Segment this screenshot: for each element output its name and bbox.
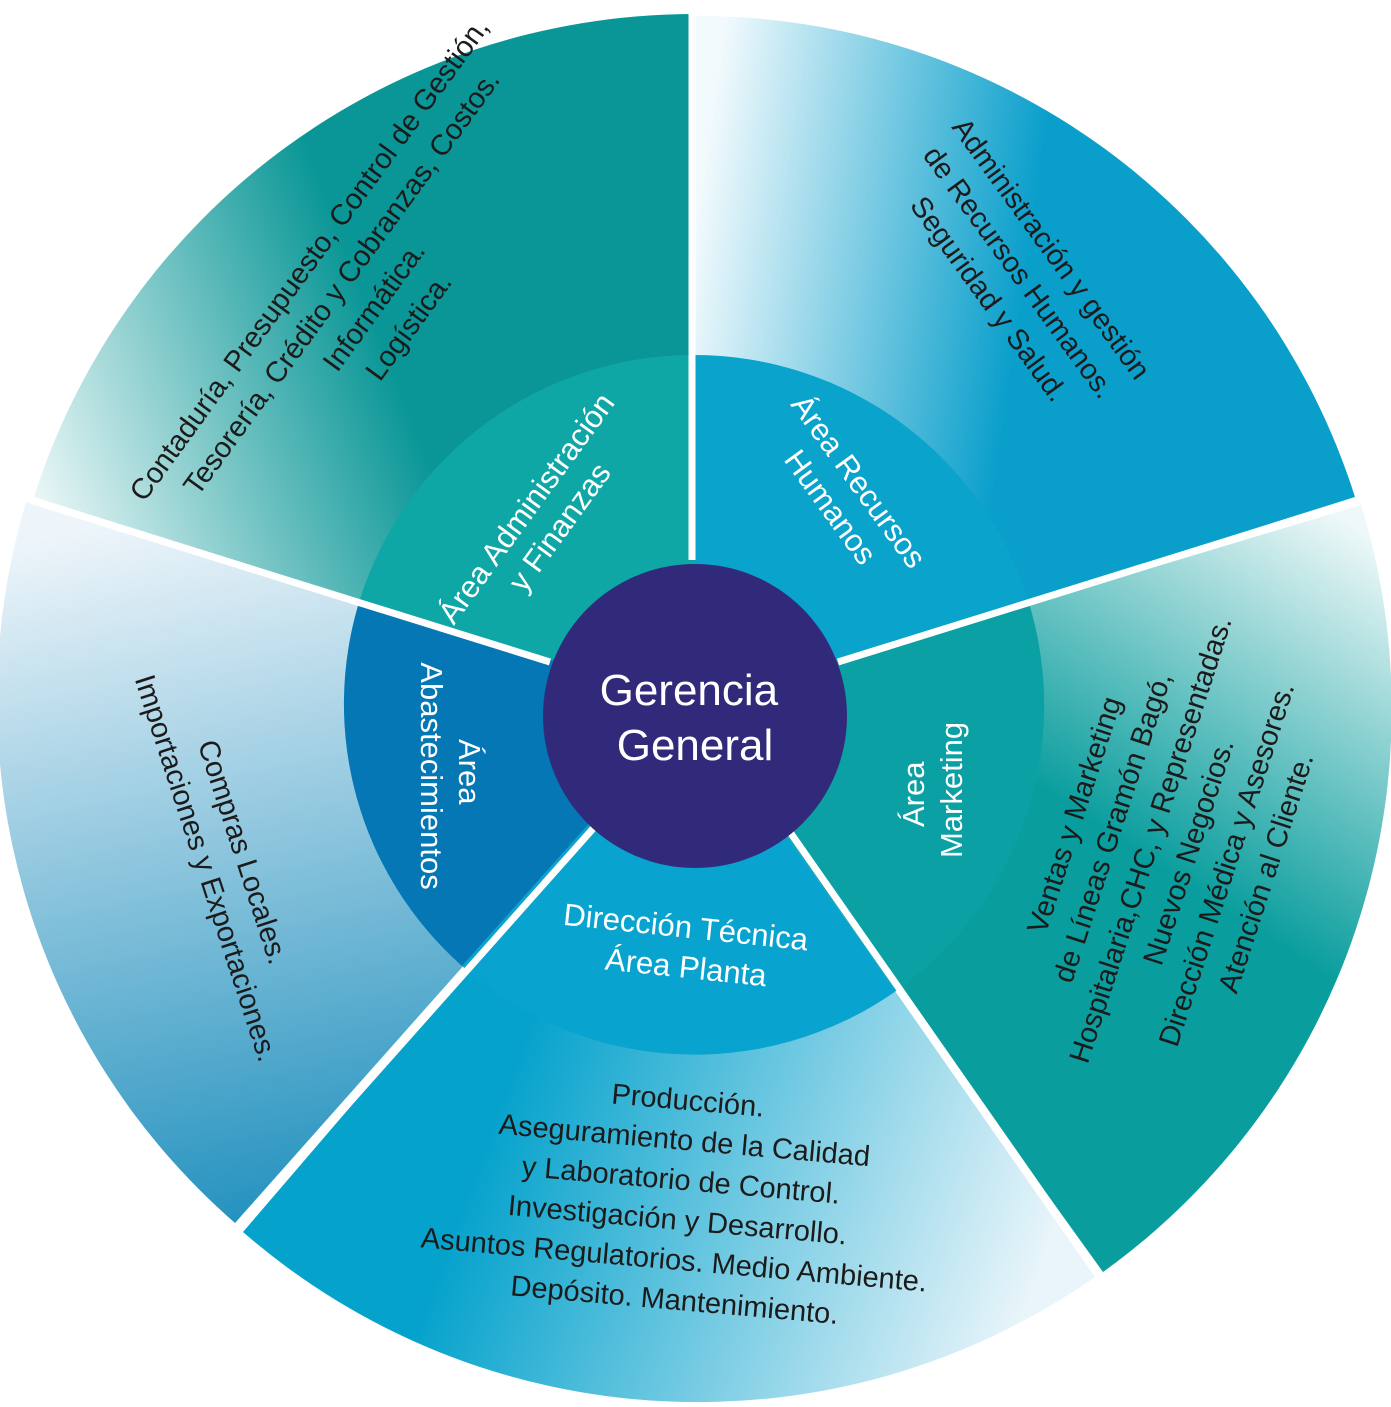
inner-label-marketing-line-1: Área [896, 761, 931, 827]
inner-label-abastecimientos-line-1: Área [452, 739, 487, 805]
divider-bottom-left [235, 820, 601, 1231]
inner-label-abastecimientos-line-2: Abastecimientos [414, 662, 449, 889]
inner-label-abastecimientos: Área Abastecimientos [414, 662, 487, 889]
divider-left [28, 496, 552, 666]
inner-label-marketing-line-2: Marketing [934, 722, 969, 858]
center-line-1: Gerencia [600, 666, 779, 715]
inner-segment-planta [462, 705, 896, 1055]
center-line-2: General [617, 721, 774, 770]
center-circle [543, 564, 847, 868]
divider-bottom-right [782, 822, 1103, 1279]
inner-label-marketing: Área Marketing [896, 722, 969, 858]
divider-right [836, 496, 1360, 666]
segment-dividers [28, 10, 1360, 1279]
center-title: Gerencia General [600, 666, 791, 770]
